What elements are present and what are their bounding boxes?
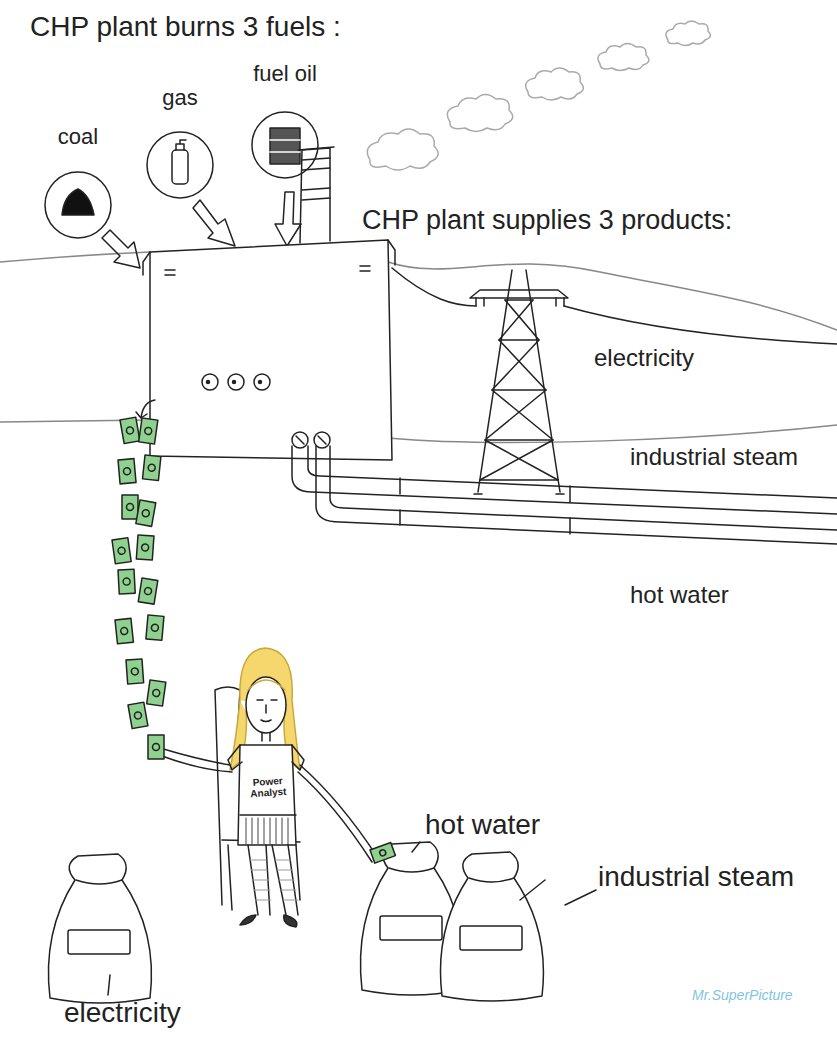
fuel-name: coal xyxy=(27,125,129,149)
heading: CHP plant supplies 3 products: xyxy=(362,206,732,236)
fuel-circle: gas xyxy=(132,86,228,110)
bag-label: electricity xyxy=(64,998,181,1029)
fuel-name: fuel oil xyxy=(227,62,343,86)
money-bill xyxy=(142,455,160,481)
money-bill xyxy=(120,417,140,443)
money-bill xyxy=(118,459,136,484)
fuel-name: gas xyxy=(132,86,228,110)
money-bill xyxy=(136,500,156,526)
money-bill xyxy=(146,615,164,640)
money-bill xyxy=(115,618,133,644)
product-label: hot water xyxy=(630,582,729,608)
money-bill xyxy=(128,702,148,728)
money-bill xyxy=(147,680,166,706)
fuel-circle: fuel oil xyxy=(227,62,343,86)
heading: CHP plant burns 3 fuels : xyxy=(30,12,341,43)
money-bill xyxy=(126,659,144,684)
product-label: industrial steam xyxy=(630,444,798,470)
money-bill xyxy=(139,418,158,444)
fuel-circle: coal xyxy=(27,125,129,149)
money-bill xyxy=(138,578,158,604)
money-bill xyxy=(112,538,131,564)
bag-label: hot water xyxy=(425,810,540,841)
product-label: electricity xyxy=(594,345,694,371)
bag-label: industrial steam xyxy=(598,862,794,893)
watermark: Mr.SuperPicture xyxy=(692,988,793,1003)
money-bill xyxy=(136,535,154,560)
money-bill xyxy=(148,735,164,759)
money-bill xyxy=(122,495,138,519)
money-bill xyxy=(118,569,135,594)
shirt-text: Power Analyst xyxy=(245,774,290,799)
